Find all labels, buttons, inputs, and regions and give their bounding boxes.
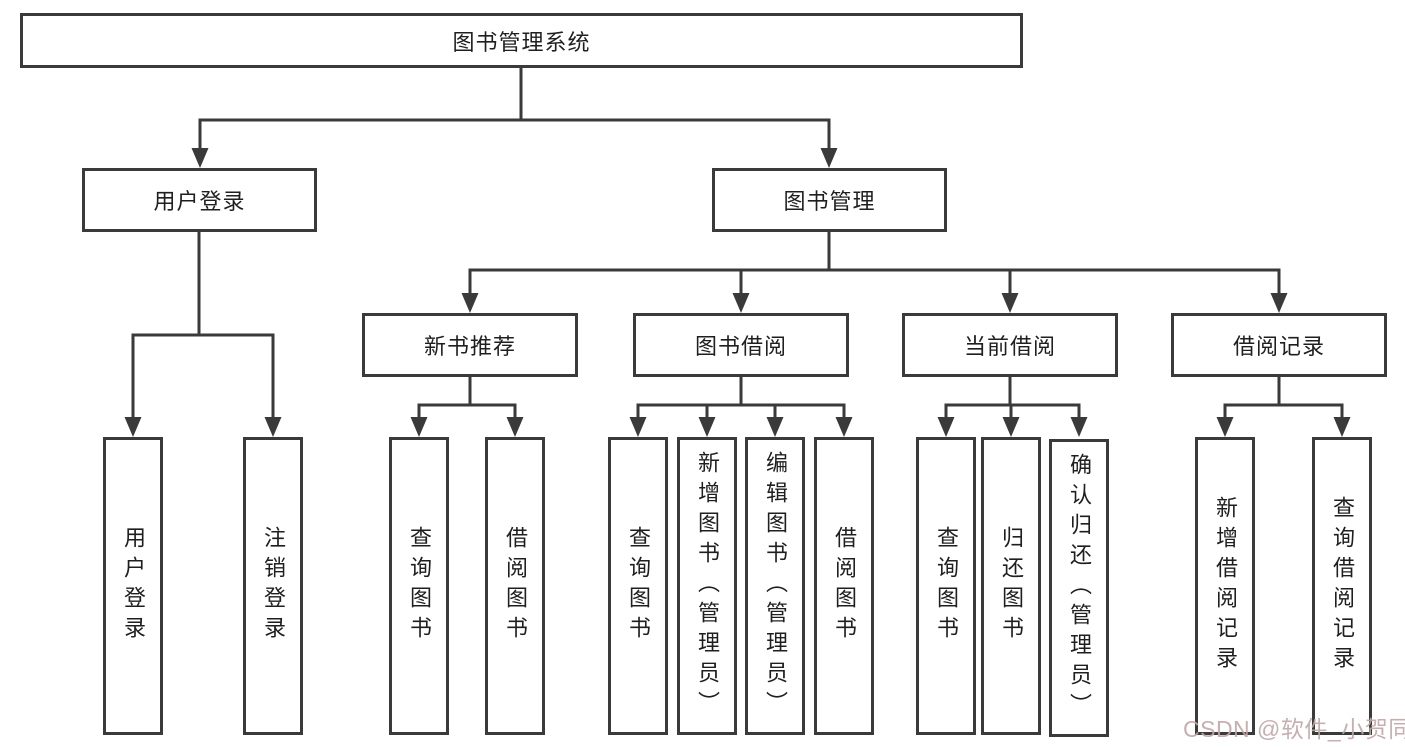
node-book-borrow: 图书借阅 (633, 313, 849, 377)
node-new-book-recommend: 新书推荐 (362, 313, 578, 377)
node-book-management: 图书管理 (712, 168, 947, 232)
leaf-user-login: 用户登录 (103, 437, 163, 735)
node-current-borrow: 当前借阅 (902, 313, 1118, 377)
leaf-return-book: 归还图书 (981, 437, 1041, 735)
leaf-query-borrow-record: 查询借阅记录 (1312, 437, 1372, 735)
leaf-add-borrow-record: 新增借阅记录 (1195, 437, 1255, 735)
csdn-watermark: CSDN @软件_小贺同学 (1183, 716, 1405, 742)
leaf-confirm-return-admin: 确认归还（管理员） (1049, 439, 1109, 737)
leaf-query-books-current: 查询图书 (916, 437, 976, 735)
node-borrow-records: 借阅记录 (1171, 313, 1387, 377)
leaf-borrow-books: 借阅图书 (814, 437, 874, 735)
leaf-query-books-recommend: 查询图书 (389, 437, 449, 735)
leaf-logout: 注销登录 (243, 437, 303, 735)
leaf-add-book-admin: 新增图书（管理员） (677, 437, 737, 735)
node-user-login: 用户登录 (82, 168, 317, 232)
node-root: 图书管理系统 (20, 13, 1023, 68)
leaf-borrow-books-recommend: 借阅图书 (485, 437, 545, 735)
leaf-edit-book-admin: 编辑图书（管理员） (745, 437, 805, 735)
leaf-query-books-borrow: 查询图书 (608, 437, 668, 735)
